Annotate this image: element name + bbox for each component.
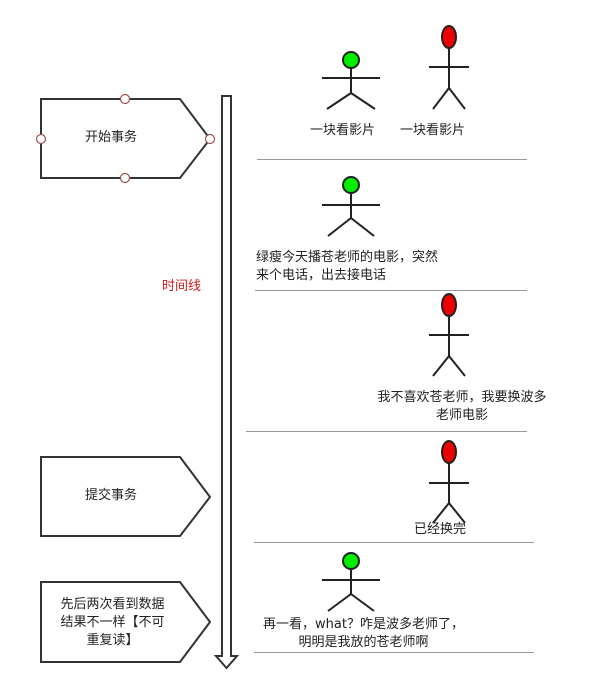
scene4-text: 已经换完 (414, 522, 467, 537)
begin-transaction-shape[interactable] (40, 98, 212, 179)
result-label: 先后两次看到数据结果不一样【不可重复读】 (60, 597, 165, 648)
red-stick-figure-1 (429, 25, 469, 110)
separator-line (254, 542, 534, 543)
separator-line (246, 431, 527, 432)
result-shape[interactable] (40, 581, 212, 663)
separator-line (255, 290, 527, 291)
separator-line (254, 652, 534, 653)
commit-transaction-shape[interactable] (40, 456, 212, 537)
begin-transaction-label: 开始事务 (84, 130, 137, 145)
commit-transaction-label: 提交事务 (84, 488, 137, 503)
separator-line (257, 159, 527, 160)
green-stick-figure-1 (322, 51, 380, 110)
scene1-left-text: 一块看影片 (310, 123, 376, 138)
scene3-text: 我不喜欢苍老师，我要换波多老师电影 (377, 390, 547, 423)
connection-point[interactable] (119, 172, 131, 184)
timeline-label: 时间线 (162, 279, 202, 294)
red-stick-figure-3 (429, 440, 469, 524)
scene2-text: 绿瘦今天播苍老师的电影，突然来个电话，出去接电话 (256, 250, 439, 283)
connection-point[interactable] (204, 133, 216, 145)
scene5-text: 再一看，what？咋是波多老师了，明明是我放的苍老师啊 (263, 617, 464, 650)
green-stick-figure-2 (322, 176, 380, 237)
scene1-right-text: 一块看影片 (400, 123, 466, 138)
green-stick-figure-3 (322, 552, 380, 612)
red-stick-figure-2 (429, 293, 469, 377)
timeline-arrow (213, 95, 240, 670)
connection-point[interactable] (119, 93, 131, 105)
connection-point[interactable] (35, 133, 47, 145)
